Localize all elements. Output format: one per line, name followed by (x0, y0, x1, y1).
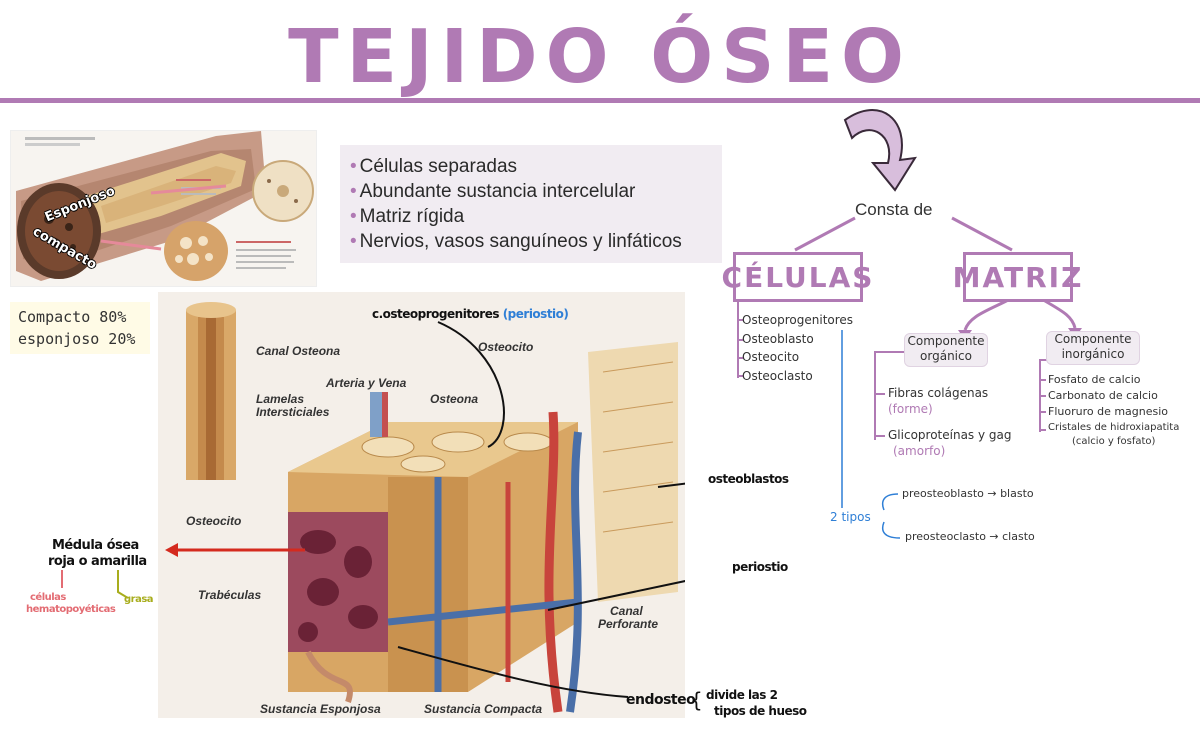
note-endosteo: endosteo (626, 692, 696, 708)
bullet-icon: • (350, 231, 357, 252)
title-divider (0, 98, 1200, 103)
characteristic-item: •Abundante sustancia intercelular (350, 181, 636, 202)
componente-inorganico-box: Componente inorgánico (1046, 331, 1140, 365)
consta-de-label: Consta de (855, 200, 933, 219)
dos-tipos-label: 2 tipos (830, 510, 871, 524)
inorganic-note: (calcio y fosfato) (1072, 436, 1156, 447)
bone-diagram-graphic (158, 292, 685, 718)
matriz-box: MATRIZ (953, 252, 1081, 302)
bone-structure-diagram: Canal Osteona Arteria y Vena Lamelas Int… (158, 292, 685, 718)
bone-cross-section-illustration: Esponjoso compacto (10, 130, 317, 287)
note-grasa: grasa (124, 594, 154, 605)
note-medula-1: Médula ósea (52, 538, 139, 553)
label-osteocito-top: Osteocito (478, 340, 534, 354)
pct-compacto: Compacto 80% (18, 308, 127, 326)
note-divide-1: divide las 2 (706, 688, 778, 702)
percentages-note: Compacto 80% esponjoso 20% (10, 302, 150, 354)
bullet-icon: • (350, 181, 357, 202)
branch-preosteoclasto: preosteoclasto → clasto (905, 530, 1035, 543)
cell-type-item: Osteocito (742, 350, 800, 364)
cell-type-item: Osteoclasto (742, 369, 813, 383)
note-osteoprogenitores: c.osteoprogenitores (periostio) (372, 307, 569, 321)
label-sustancia-esponjosa: Sustancia Esponjosa (260, 702, 381, 716)
characteristics-box: •Células separadas •Abundante sustancia … (340, 145, 722, 263)
label-canal-osteona: Canal Osteona (256, 344, 341, 358)
label-sustancia-compacta: Sustancia Compacta (424, 702, 543, 716)
red-arrow-head-icon (165, 543, 178, 557)
cell-type-item: Osteoblasto (742, 332, 814, 346)
celulas-box: CÉLULAS (722, 252, 872, 302)
inorganic-item: Cristales de hidroxiapatita (1048, 422, 1180, 433)
label-perforante: Perforante (598, 617, 659, 631)
inorganic-item: Fosfato de calcio (1048, 373, 1141, 386)
note-osteoblastos: osteoblastos (708, 472, 789, 486)
cell-type-item: Osteoprogenitores (742, 313, 854, 327)
bone-illustration-graphic (11, 131, 316, 286)
organic-item-note: (forme) (888, 402, 933, 416)
organic-item: Glicoproteínas y gag (888, 428, 1012, 442)
inorganic-item: Fluoruro de magnesio (1048, 405, 1169, 418)
note-brace: { (690, 688, 703, 712)
label-arteria-vena: Arteria y Vena (326, 376, 407, 390)
note-divide-2: tipos de hueso (714, 704, 807, 718)
branch-preosteoblasto: preosteoblasto → blasto (902, 487, 1034, 500)
note-celulas-1: células (30, 592, 66, 603)
organic-item: Fibras colágenas (888, 386, 989, 400)
bullet-icon: • (350, 206, 357, 227)
page-title: TEJIDO ÓSEO (288, 14, 912, 100)
bullet-icon: • (350, 156, 357, 177)
label-canal: Canal (610, 604, 643, 618)
componente-organico-box: Componente orgánico (904, 333, 988, 367)
characteristic-item: •Nervios, vasos sanguíneos y linfáticos (350, 231, 682, 252)
label-trabeculas: Trabéculas (198, 588, 262, 602)
label-lamelas: Lamelas (256, 392, 305, 406)
label-intersticiales: Intersticiales (256, 405, 330, 419)
note-periostio: periostio (732, 560, 788, 574)
pct-esponjoso: esponjoso 20% (18, 330, 136, 348)
inorganic-item: Carbonato de calcio (1048, 389, 1158, 402)
note-medula-2: roja o amarilla (48, 554, 147, 569)
characteristic-item: •Células separadas (350, 156, 518, 177)
note-celulas-2: hematopoyéticas (26, 604, 116, 615)
label-osteocito-left: Osteocito (186, 514, 242, 528)
curved-arrow-icon (843, 109, 917, 192)
characteristic-item: •Matriz rígida (350, 206, 465, 227)
organic-item-note: (amorfo) (893, 444, 946, 458)
label-osteona: Osteona (430, 392, 479, 406)
